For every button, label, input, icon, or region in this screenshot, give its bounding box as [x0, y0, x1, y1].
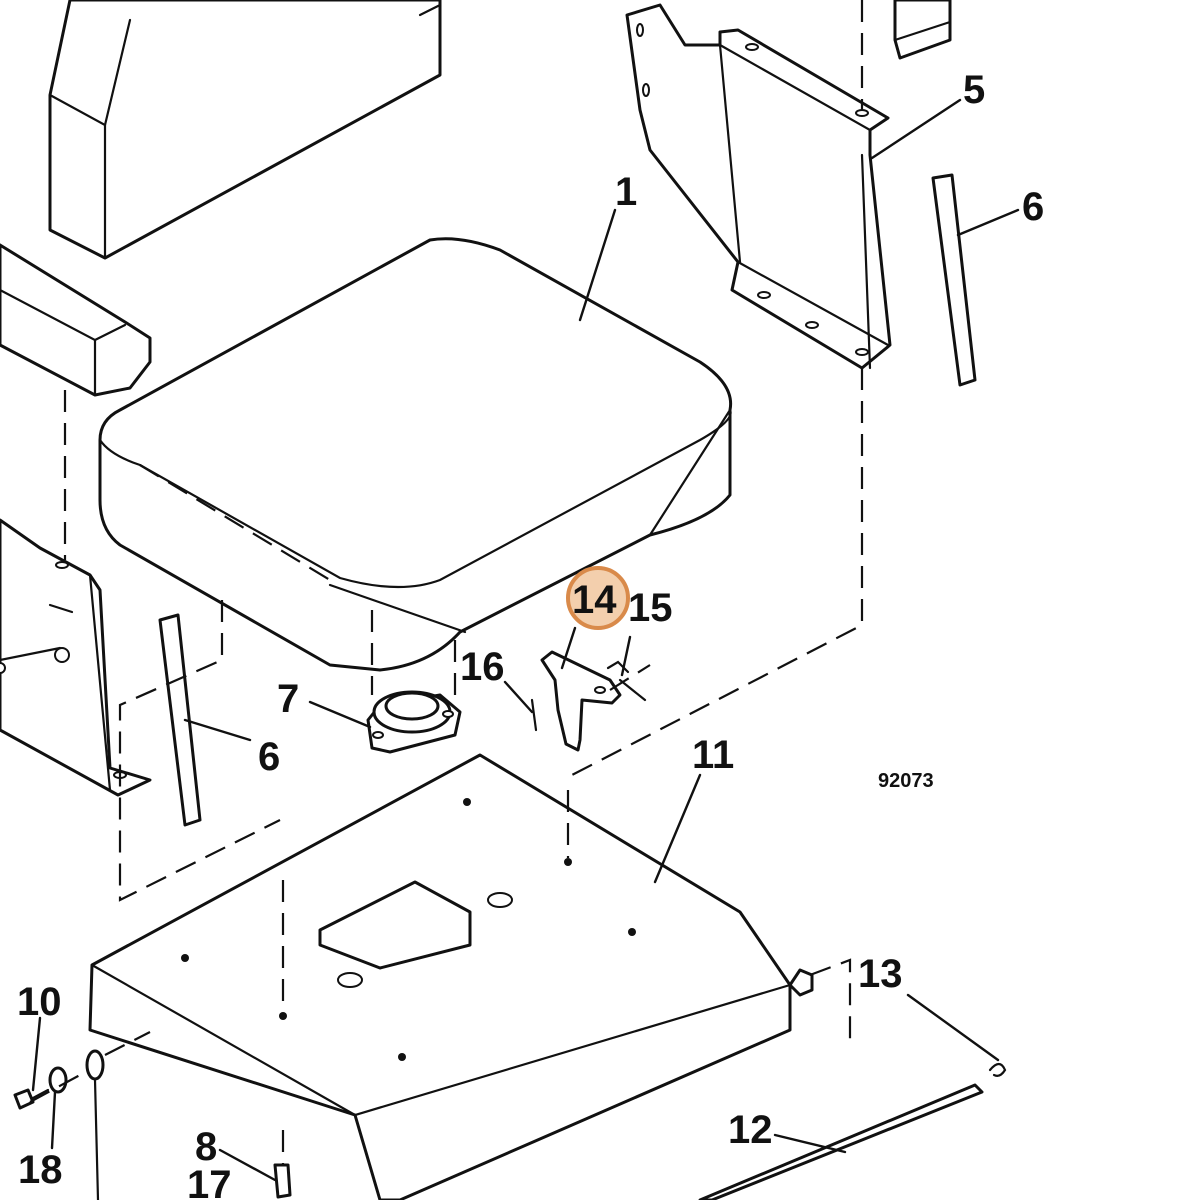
callout-10: 10: [17, 980, 62, 1024]
callout-1: 1: [615, 170, 637, 214]
figure-reference-number: 92073: [878, 770, 934, 792]
seat-back: [48, 0, 442, 260]
callout-18: 18: [18, 1148, 63, 1192]
cable-end: [988, 1062, 1007, 1077]
slide-rail-right: [931, 173, 977, 387]
callout-6-left: 6: [258, 735, 280, 779]
callout-12: 12: [728, 1108, 773, 1152]
armrest: [0, 243, 152, 397]
seat-platform: [88, 753, 814, 1200]
callout-labels: 1 5 6 6 7 8 10 11 12 13 14 15 16 17 18 9…: [17, 68, 1044, 1200]
callout-11: 11: [692, 733, 734, 777]
seat-switch: [366, 690, 462, 754]
callout-15: 15: [628, 586, 673, 630]
leader-lines: [31, 98, 1020, 1182]
callout-16: 16: [460, 645, 505, 689]
callout-6-right: 6: [1022, 185, 1044, 229]
hardware-fastener: [273, 1163, 292, 1199]
highlight-marker: [566, 566, 630, 630]
callout-14: 14: [572, 578, 617, 622]
callout-13: 13: [858, 952, 903, 996]
pivot-rod: [698, 1083, 984, 1200]
callout-5: 5: [963, 68, 985, 112]
hardware-bolt: [13, 1088, 50, 1110]
retaining-clip: [530, 698, 538, 732]
left-bracket: [0, 518, 152, 797]
hardware-washer: [48, 1066, 68, 1094]
latch-pin: [606, 660, 647, 702]
callout-7: 7: [277, 677, 299, 721]
seat-back-right-corner: [893, 0, 952, 60]
slide-rail-left: [158, 613, 202, 827]
latch-bracket: [540, 650, 622, 752]
seat-bracket: [625, 3, 892, 370]
ground-strap: [85, 1049, 105, 1200]
callout-8: 8: [195, 1125, 217, 1169]
callout-17: 17: [187, 1163, 232, 1200]
seat-cushion: [98, 237, 733, 672]
assembly-lines: [29, 0, 864, 1165]
